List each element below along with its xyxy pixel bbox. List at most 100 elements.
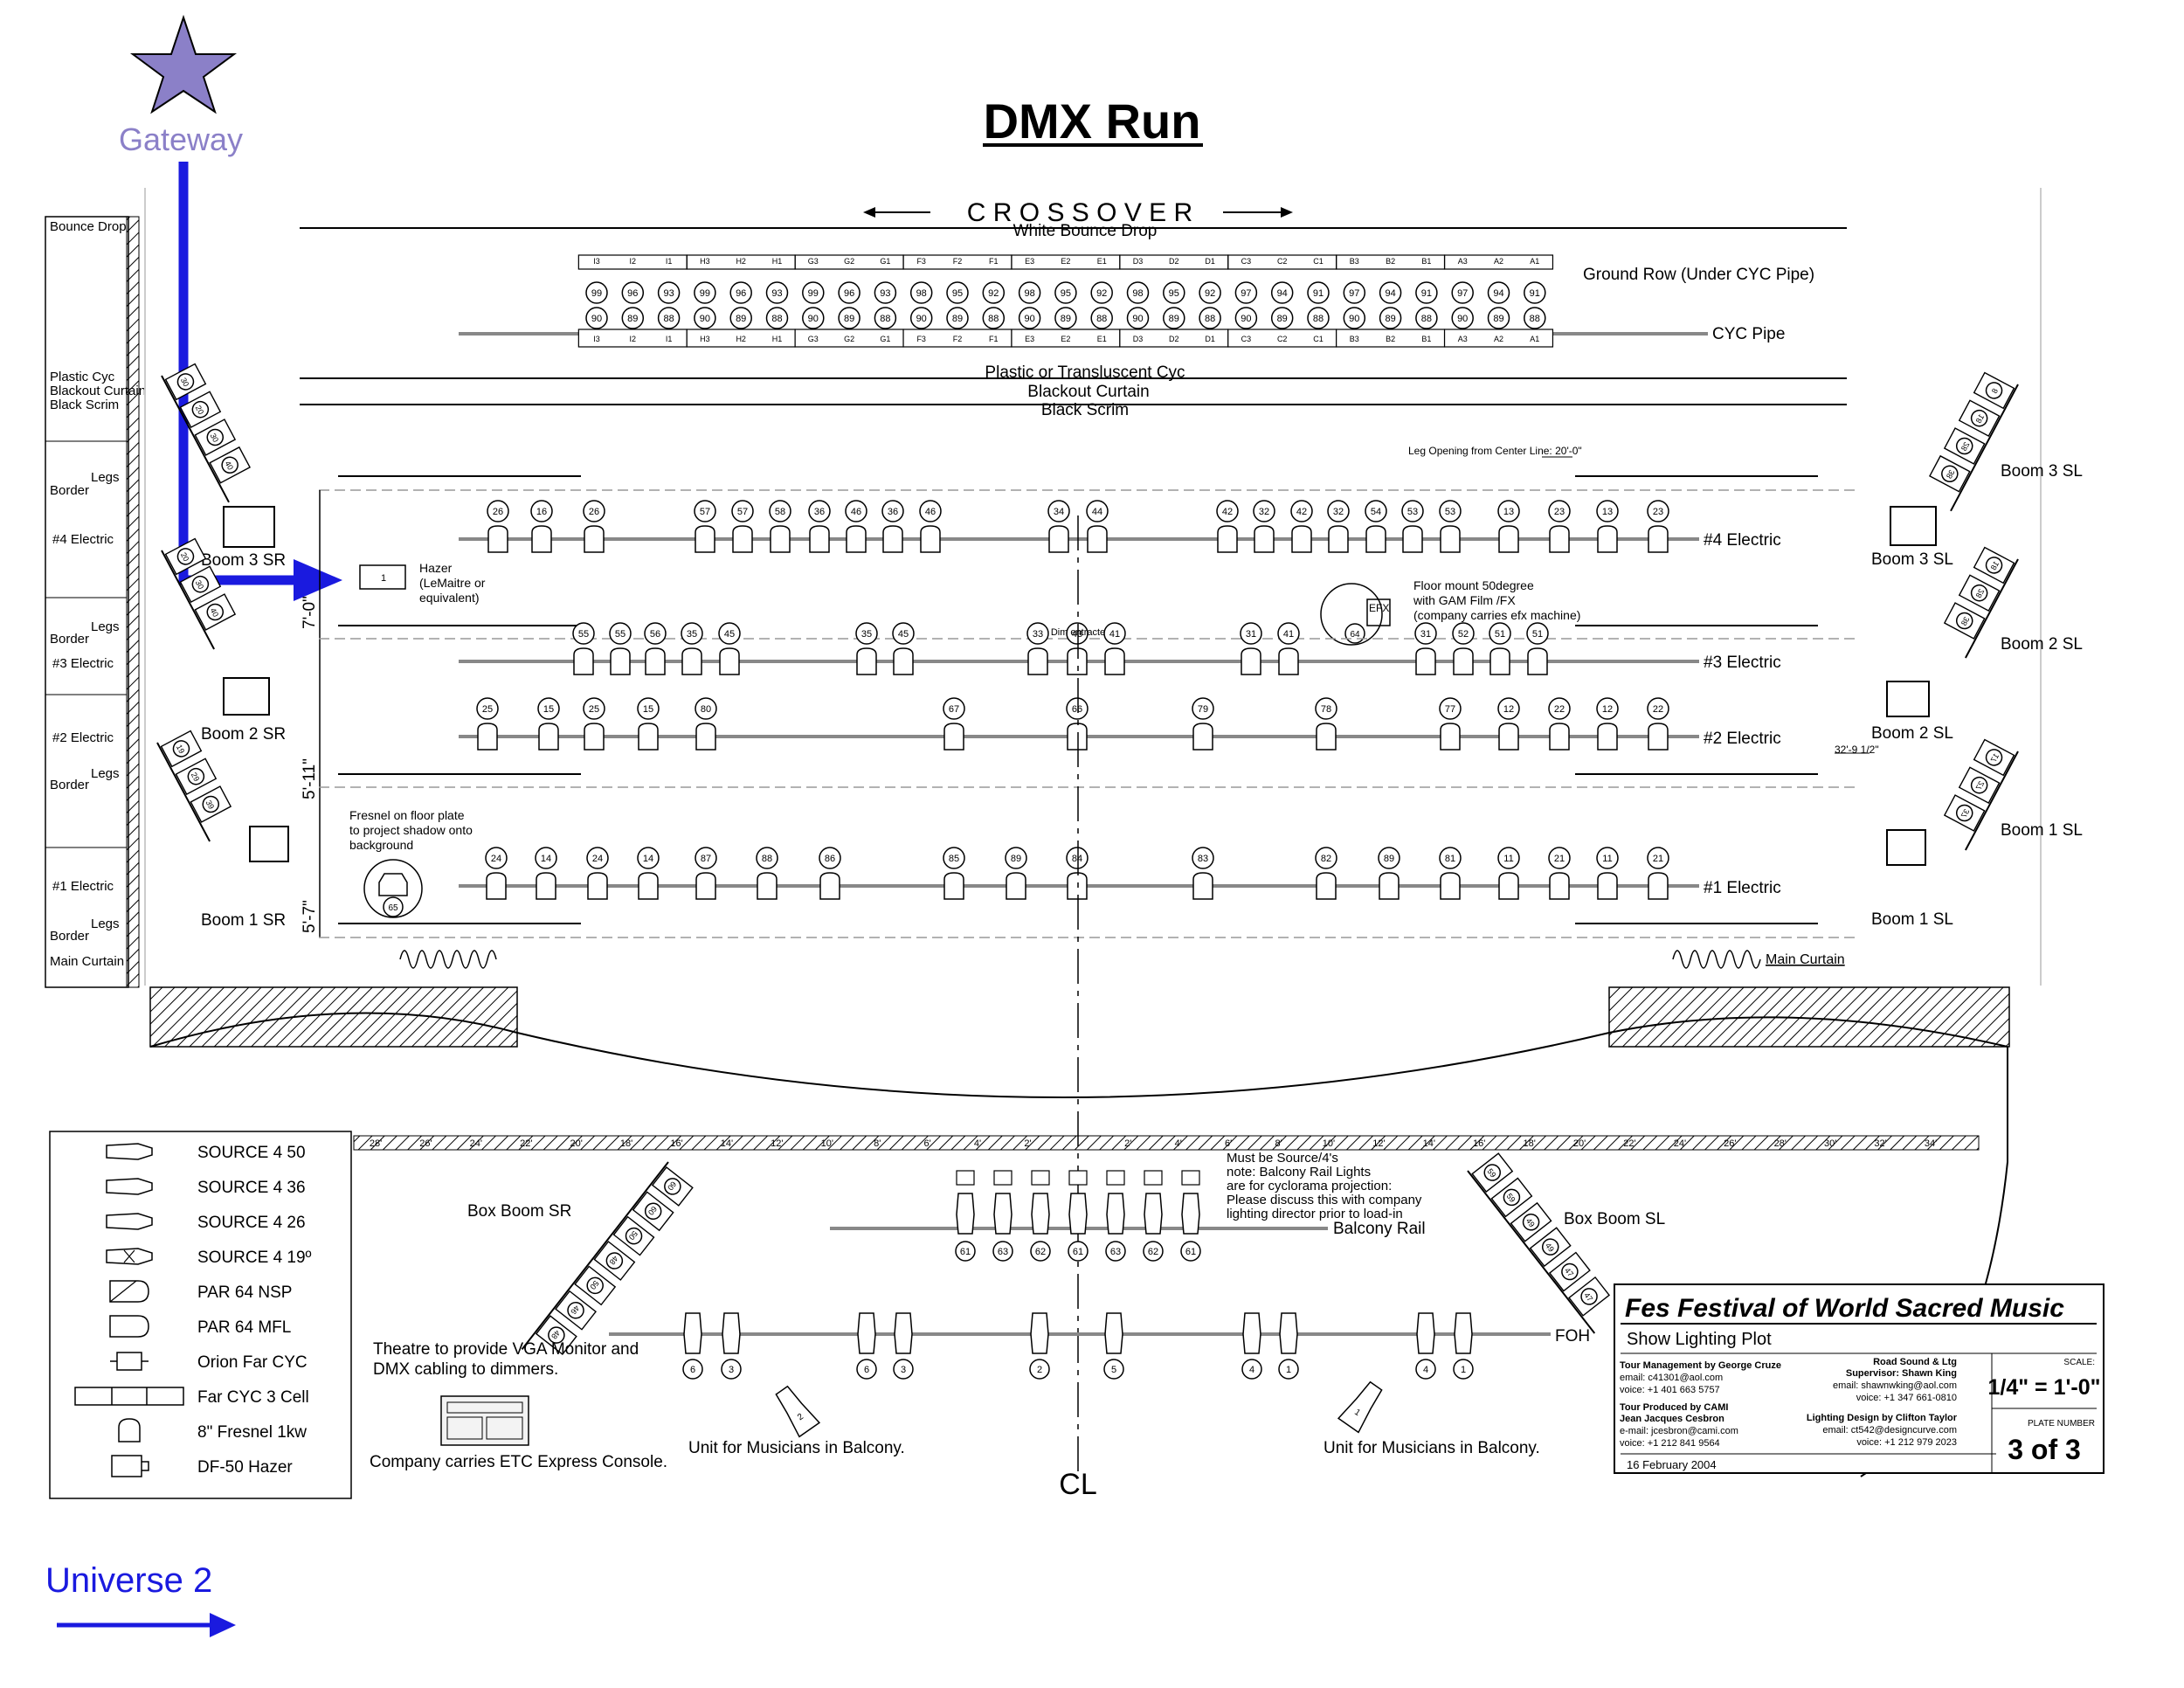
fixture-icon: [846, 525, 867, 553]
channel-number: 26: [589, 507, 599, 517]
fixture-icon: [856, 647, 877, 675]
fixture-icon: [1648, 723, 1669, 751]
boom2sr-base: [223, 677, 270, 716]
fixture-icon: [1402, 525, 1423, 553]
channel-circle: [172, 740, 190, 758]
channel-circle: [874, 281, 897, 304]
ground-row-unit-label: H3: [700, 257, 710, 266]
par64-nsp-mark: [109, 1280, 137, 1303]
channel-circle: [946, 281, 969, 304]
ruler-label: 16': [670, 1138, 682, 1149]
channel-number: 14: [643, 854, 653, 864]
channel-number: 60: [666, 1180, 678, 1192]
channel-circle: [1126, 281, 1150, 304]
channel-number: 23: [1554, 507, 1565, 517]
source4-icon: [1454, 1312, 1473, 1354]
channel-number: 5: [1111, 1365, 1116, 1375]
ground-row-unit-label: A2: [1494, 257, 1503, 266]
channel-circle: [1234, 307, 1258, 329]
channel-circle: [1307, 281, 1330, 304]
channel-circle: [187, 767, 205, 785]
fixture-icon: [1527, 647, 1548, 675]
channel-number: 39: [204, 799, 217, 811]
channel-number: 97: [1241, 288, 1251, 299]
channel-number: 90: [1024, 314, 1034, 324]
fixture-icon: [1104, 647, 1125, 675]
section-label-e1: #1 Electric: [52, 879, 114, 894]
channel-circle: [1453, 1359, 1474, 1380]
supervisor-voice: voice: +1 347 661-0810: [1856, 1393, 1957, 1403]
channel-circle: [982, 307, 1006, 329]
channel-circle: [1955, 437, 1973, 455]
ruler-label: 10': [1323, 1138, 1335, 1149]
channel-number: 46: [569, 1304, 581, 1316]
legend-label: SOURCE 4 26: [197, 1214, 306, 1232]
ground-row-unit-label: F1: [989, 257, 999, 266]
channel-number: 24: [592, 854, 603, 864]
channel-circle: [191, 575, 210, 593]
channel-number: 2: [1037, 1365, 1042, 1375]
svg-text:1: 1: [381, 573, 386, 584]
channel-number: 93: [880, 288, 890, 299]
svg-text:2: 2: [796, 1412, 805, 1422]
channel-circle: [1548, 500, 1571, 522]
legend-label: DF-50 Hazer: [197, 1458, 293, 1477]
channel-circle: [657, 307, 681, 329]
fixture-icon: [943, 872, 964, 900]
white-bounce-drop-label: White Bounce Drop: [1013, 222, 1158, 240]
channel-number: 1: [1286, 1365, 1291, 1375]
ruler-label: 16': [1473, 1138, 1485, 1149]
channel-circle: [644, 1202, 662, 1221]
fixture-icon: [587, 872, 608, 900]
section-label-border-0: Border: [50, 929, 89, 944]
channel-number: 87: [701, 854, 711, 864]
fixture-icon: [486, 872, 507, 900]
channel-circle: [1241, 1359, 1262, 1380]
channel-number: 55: [578, 629, 589, 640]
ground-row-unit-label: G1: [880, 257, 890, 266]
fixture-icon: [695, 872, 716, 900]
boom3sl-top-label: Boom 3 SL: [2001, 462, 2083, 481]
gateway-label: Gateway: [119, 121, 243, 157]
channel-circle: [1524, 281, 1546, 304]
source4-36-icon: [106, 1178, 153, 1195]
shadow-channel: 65: [388, 903, 398, 913]
producer-voice: voice: +1 212 841 9564: [1620, 1438, 1720, 1449]
channel-circle: [535, 847, 557, 869]
channel-number: 49: [1524, 1216, 1537, 1228]
cyc-unit-label: B3: [1350, 335, 1359, 343]
channel-circle: [1970, 776, 1988, 794]
channel-number: 94: [1385, 288, 1395, 299]
channel-circle: [191, 400, 210, 419]
channel-circle: [1253, 500, 1275, 522]
cyc-unit-label: A3: [1458, 335, 1468, 343]
ground-row-unit-label: I2: [630, 257, 637, 266]
boom-pipe: [1467, 1170, 1596, 1334]
source4-19-mark: [123, 1249, 135, 1263]
cyc-unit-label: G3: [808, 335, 819, 343]
channel-number: 99: [591, 288, 602, 299]
channel-number: 14: [541, 854, 551, 864]
e4-label: #4 Electric: [1704, 531, 1781, 550]
channel-circle: [1277, 622, 1300, 645]
channel-circle: [1126, 307, 1150, 329]
channel-number: 90: [916, 314, 927, 324]
ipro-box: [1106, 1170, 1125, 1186]
tour-produced: Tour Produced by CAMI: [1620, 1402, 1728, 1413]
channel-circle: [1497, 500, 1520, 522]
channel-number: 44: [1092, 507, 1102, 517]
channel-number: 36: [814, 507, 825, 517]
channel-number: 3: [901, 1365, 906, 1375]
floor-efx-circle: [1320, 583, 1383, 646]
channel-number: 33: [1033, 629, 1043, 640]
plot-date: 16 February 2004: [1627, 1458, 1717, 1471]
channel-circle: [1192, 847, 1214, 869]
boom-pipe: [521, 1161, 669, 1350]
fixture-icon: [1316, 872, 1337, 900]
channel-circle: [1378, 847, 1400, 869]
